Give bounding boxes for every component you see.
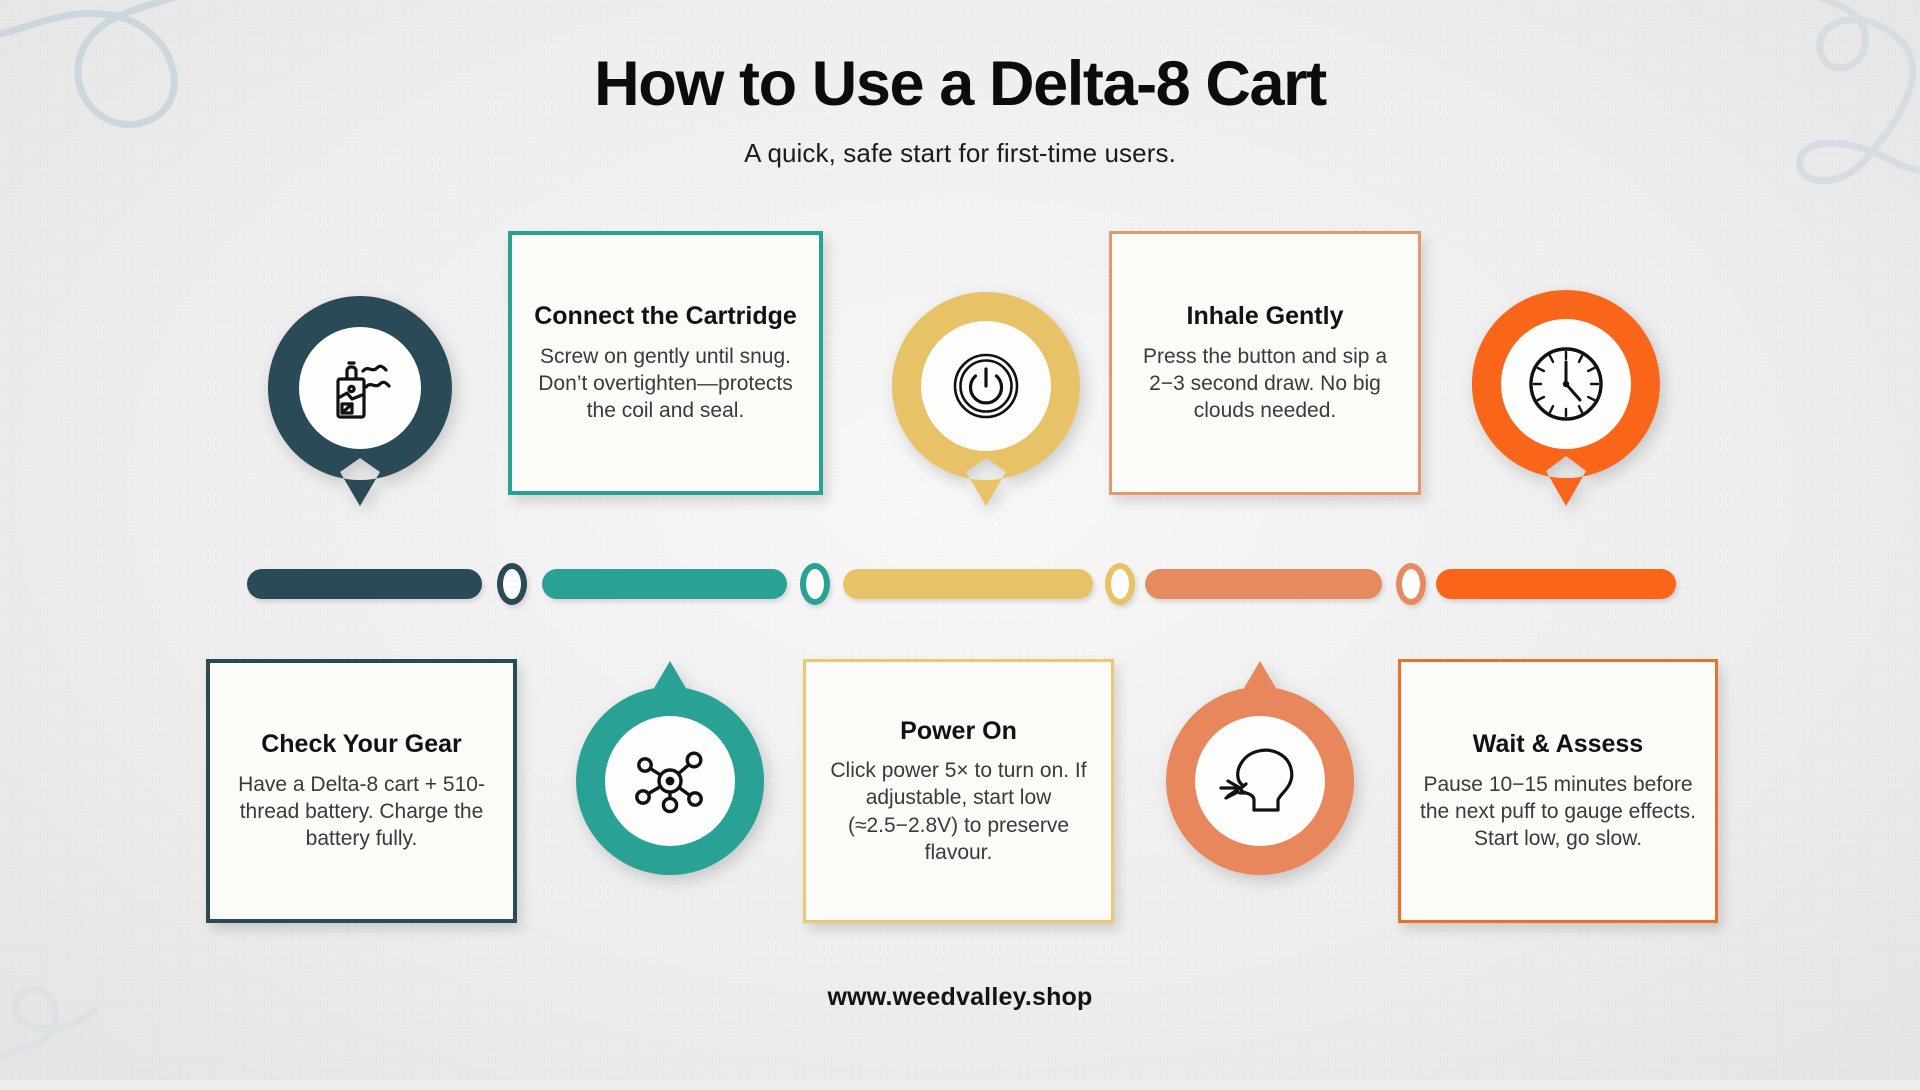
- molecule-icon: [570, 681, 770, 881]
- timeline-segment-4: [1145, 569, 1382, 599]
- step-card-5-body: Pause 10−15 minutes before the next puff…: [1420, 772, 1696, 851]
- power-button-icon: [886, 286, 1086, 486]
- step-card-5-title: Wait & Assess: [1472, 730, 1644, 759]
- timeline-segment-5: [1436, 569, 1676, 599]
- timeline-connector-3[interactable]: [1105, 563, 1135, 605]
- step-marker-4[interactable]: [1160, 655, 1360, 881]
- decorative-swirl-bottom-left: [0, 870, 180, 1090]
- step-marker-2[interactable]: [570, 655, 770, 881]
- step-card-1-title: Check Your Gear: [261, 730, 462, 759]
- step-card-3-title: Power On: [900, 716, 1017, 745]
- step-card-1: Check Your Gear Have a Delta-8 cart + 51…: [206, 659, 517, 923]
- step-card-4-body: Press the button and sip a 2−3 second dr…: [1143, 344, 1387, 423]
- page-subtitle: A quick, safe start for first-time users…: [744, 138, 1176, 168]
- timeline-connector-1[interactable]: [497, 563, 527, 605]
- step-card-4: Inhale Gently Press the button and sip a…: [1109, 231, 1421, 495]
- clock-icon: [1466, 284, 1666, 484]
- step-marker-5[interactable]: [1466, 284, 1666, 512]
- vape-pen-icon: [262, 290, 458, 486]
- inhale-head-icon: [1160, 681, 1360, 881]
- step-card-1-body: Have a Delta-8 cart + 510-thread battery…: [238, 772, 485, 851]
- step-card-2-body: Screw on gently until snug. Don’t overti…: [538, 344, 793, 423]
- step-card-4-title: Inhale Gently: [1186, 302, 1344, 331]
- timeline-segment-2: [542, 569, 787, 599]
- step-card-2: Connect the Cartridge Screw on gently un…: [508, 231, 823, 495]
- step-card-3: Power On Click power 5× to turn on. If a…: [803, 659, 1114, 923]
- step-card-3-body: Click power 5× to turn on. If adjustable…: [830, 759, 1087, 865]
- step-marker-1[interactable]: [262, 290, 458, 512]
- timeline-segment-1: [247, 569, 482, 599]
- step-marker-3[interactable]: [886, 286, 1086, 512]
- step-card-5: Wait & Assess Pause 10−15 minutes before…: [1398, 659, 1718, 923]
- timeline-segment-3: [843, 569, 1093, 599]
- page-title: How to Use a Delta-8 Cart: [594, 49, 1327, 119]
- timeline-connector-2[interactable]: [800, 563, 830, 605]
- timeline-connector-4[interactable]: [1396, 563, 1426, 605]
- step-card-2-title: Connect the Cartridge: [534, 302, 797, 331]
- progress-timeline: [0, 558, 1920, 610]
- footer-website-url: www.weedvalley.shop: [827, 983, 1093, 1011]
